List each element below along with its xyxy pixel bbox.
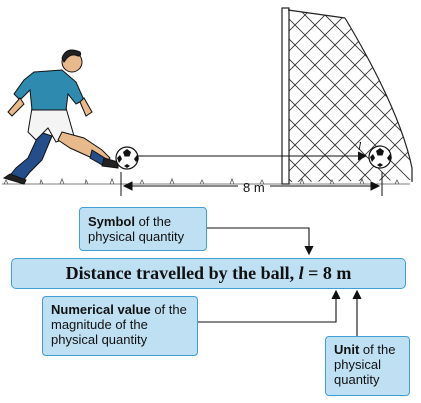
symbol-callout: Symbol of the physical quantity [79, 207, 207, 251]
numeric-callout-text: of the magnitude of the physical quantit… [51, 302, 187, 347]
goal-net [281, 7, 413, 185]
symbol-callout-bold: Symbol [88, 214, 135, 229]
main-statement-symbol: l [298, 263, 304, 283]
main-statement: Distance travelled by the ball, l = 8 m [11, 258, 406, 289]
number-connector [198, 289, 341, 323]
distance-dimension [120, 172, 383, 196]
main-statement-prefix: Distance travelled by the ball, [65, 263, 299, 283]
numeric-callout-bold: Numerical value [51, 302, 151, 317]
unit-callout-bold: Unit [334, 342, 360, 357]
football-player [2, 49, 119, 185]
unit-callout: Unit of the physical quantity [325, 336, 410, 396]
ball-path-arrow [138, 151, 368, 161]
distance-label: 8 m [243, 180, 265, 195]
unit-connector [352, 289, 362, 336]
ball-path-symbol: l [358, 139, 362, 153]
main-statement-suffix: = 8 m [303, 263, 352, 283]
grass-ground [2, 177, 410, 185]
symbol-callout-text: of the physical quantity [88, 214, 185, 244]
football-end [368, 145, 392, 169]
numeric-value-callout: Numerical value of the magnitude of the … [42, 296, 198, 356]
symbol-connector [207, 227, 314, 256]
football-start [115, 146, 139, 170]
unit-callout-text: of the physical quantity [334, 342, 396, 387]
